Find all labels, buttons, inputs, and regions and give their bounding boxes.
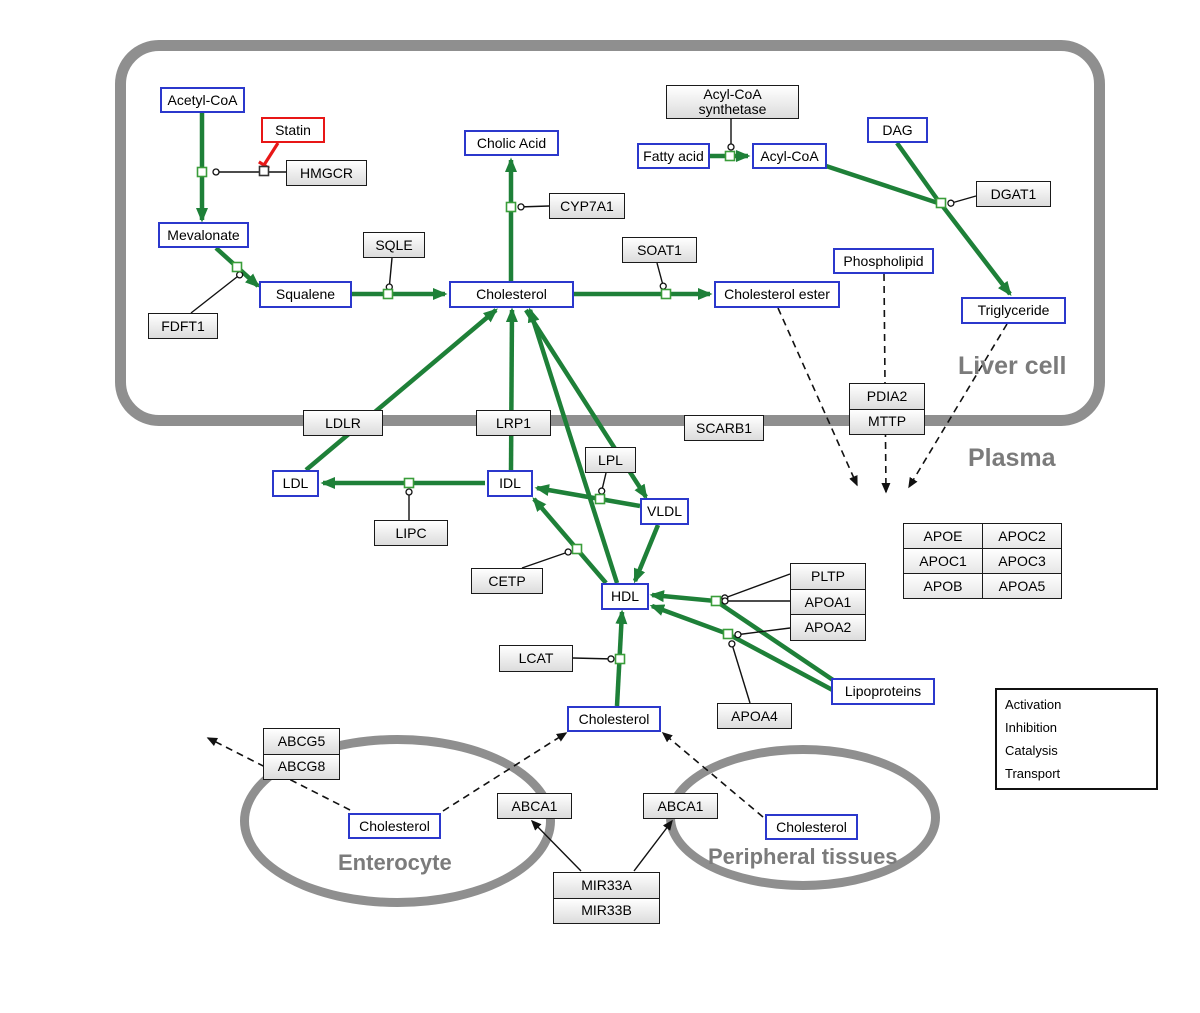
apo-table-cell-apoc3[interactable]: APOC3 — [982, 548, 1062, 574]
node-abca1-peripheral[interactable]: ABCA1 — [643, 793, 718, 819]
node-apoa4[interactable]: APOA4 — [717, 703, 792, 729]
node-hmgcr[interactable]: HMGCR — [286, 160, 367, 186]
node-fatty-acid[interactable]: Fatty acid — [637, 143, 710, 169]
node-cetp[interactable]: CETP — [471, 568, 543, 594]
node-abcg5-abcg8-row-abcg5[interactable]: ABCG5 — [264, 729, 339, 754]
node-mir33a-mir33b-row-mir33a[interactable]: MIR33A — [554, 873, 659, 898]
node-cholesterol-ester[interactable]: Cholesterol ester — [714, 281, 840, 308]
legend-item-transport: Transport — [1005, 766, 1061, 781]
node-acetyl-coa[interactable]: Acetyl-CoA — [160, 87, 245, 113]
node-squalene[interactable]: Squalene — [259, 281, 352, 308]
node-acyl-coa-synthetase-line: Acyl-CoA — [703, 86, 762, 102]
node-cyp7a1[interactable]: CYP7A1 — [549, 193, 625, 219]
apo-table-cell-apoa5[interactable]: APOA5 — [982, 573, 1062, 599]
edge-c-cetp — [521, 548, 572, 569]
node-triglyceride[interactable]: Triglyceride — [961, 297, 1066, 324]
edge-a-hdl-idl — [532, 497, 608, 585]
process-node — [594, 493, 606, 505]
edge-c-lpl — [598, 472, 607, 495]
node-pdia2-mttp-row-mttp[interactable]: MTTP — [850, 408, 924, 434]
edge-a-vldl-hdl — [632, 524, 661, 584]
edge-c-apoa4 — [728, 640, 751, 704]
node-cholesterol-plasma[interactable]: Cholesterol — [567, 706, 661, 732]
node-acyl-coa-synthetase-line: synthetase — [698, 101, 767, 117]
edge-a-vldl-idl — [534, 484, 641, 509]
node-mevalonate[interactable]: Mevalonate — [158, 222, 249, 248]
edge-r-mir33-abca1-peripheral — [633, 819, 673, 872]
legend-item-inhibition: Inhibition — [1005, 720, 1058, 735]
apo-table-cell-apoc2[interactable]: APOC2 — [982, 523, 1062, 549]
peripheral-tissues-label: Peripheral tissues — [708, 844, 898, 869]
legend-item-catalysis: Catalysis — [1005, 743, 1058, 758]
node-acyl-coa[interactable]: Acyl-CoA — [752, 143, 827, 169]
node-soat1[interactable]: SOAT1 — [622, 237, 697, 263]
edge-c-apoa2 — [734, 627, 791, 639]
node-cholesterol-enterocyte[interactable]: Cholesterol — [348, 813, 441, 839]
edge-c-pltp — [721, 573, 791, 602]
process-node — [614, 653, 626, 665]
node-mir33a-mir33b-row-mir33b[interactable]: MIR33B — [554, 897, 659, 923]
process-node — [722, 628, 734, 640]
node-cholesterol-peripheral[interactable]: Cholesterol — [765, 814, 858, 840]
node-abca1-enterocyte[interactable]: ABCA1 — [497, 793, 572, 819]
legend-item-activation: Activation — [1005, 697, 1062, 712]
process-node — [710, 595, 722, 607]
edge-c-lcat — [572, 655, 615, 663]
node-ldlr[interactable]: LDLR — [303, 410, 383, 436]
node-dgat1[interactable]: DGAT1 — [976, 181, 1051, 207]
node-fdft1[interactable]: FDFT1 — [148, 313, 218, 339]
liver-cell-compartment — [115, 40, 1105, 426]
node-pdia2-mttp-row-pdia2[interactable]: PDIA2 — [850, 384, 924, 409]
node-cholesterol-liver[interactable]: Cholesterol — [449, 281, 574, 308]
plasma-label: Plasma — [968, 444, 1056, 472]
node-abcg5-abcg8-row-abcg8[interactable]: ABCG8 — [264, 753, 339, 779]
node-lipc[interactable]: LIPC — [374, 520, 448, 546]
node-lipoproteins[interactable]: Lipoproteins — [831, 678, 935, 705]
node-sqle[interactable]: SQLE — [363, 232, 425, 258]
node-lpl[interactable]: LPL — [585, 447, 636, 473]
process-node — [571, 543, 583, 555]
node-pltp-apoa1-apoa2-row-pltp[interactable]: PLTP — [791, 564, 865, 589]
apo-table-cell-apoc1[interactable]: APOC1 — [903, 548, 983, 574]
node-dag[interactable]: DAG — [867, 117, 928, 143]
liver-cell-label: Liver cell — [958, 352, 1067, 380]
node-hdl[interactable]: HDL — [601, 583, 649, 610]
node-idl[interactable]: IDL — [487, 470, 533, 497]
process-node — [403, 477, 415, 489]
node-vldl[interactable]: VLDL — [640, 498, 689, 525]
node-lrp1[interactable]: LRP1 — [476, 410, 551, 436]
node-lcat[interactable]: LCAT — [499, 645, 573, 672]
apo-table-cell-apoe[interactable]: APOE — [903, 523, 983, 549]
node-pltp-apoa1-apoa2-row-apoa1[interactable]: APOA1 — [791, 588, 865, 615]
edge-a-cholesterolplasma-hdl — [614, 609, 628, 707]
apo-table-cell-apob[interactable]: APOB — [903, 573, 983, 599]
node-scarb1[interactable]: SCARB1 — [684, 415, 764, 441]
enterocyte-label: Enterocyte — [338, 850, 452, 875]
node-cholic-acid[interactable]: Cholic Acid — [464, 130, 559, 156]
node-pltp-apoa1-apoa2-row-apoa2[interactable]: APOA2 — [791, 614, 865, 641]
node-statin[interactable]: Statin — [261, 117, 325, 143]
node-ldl[interactable]: LDL — [272, 470, 319, 497]
node-phospholipid[interactable]: Phospholipid — [833, 248, 934, 274]
